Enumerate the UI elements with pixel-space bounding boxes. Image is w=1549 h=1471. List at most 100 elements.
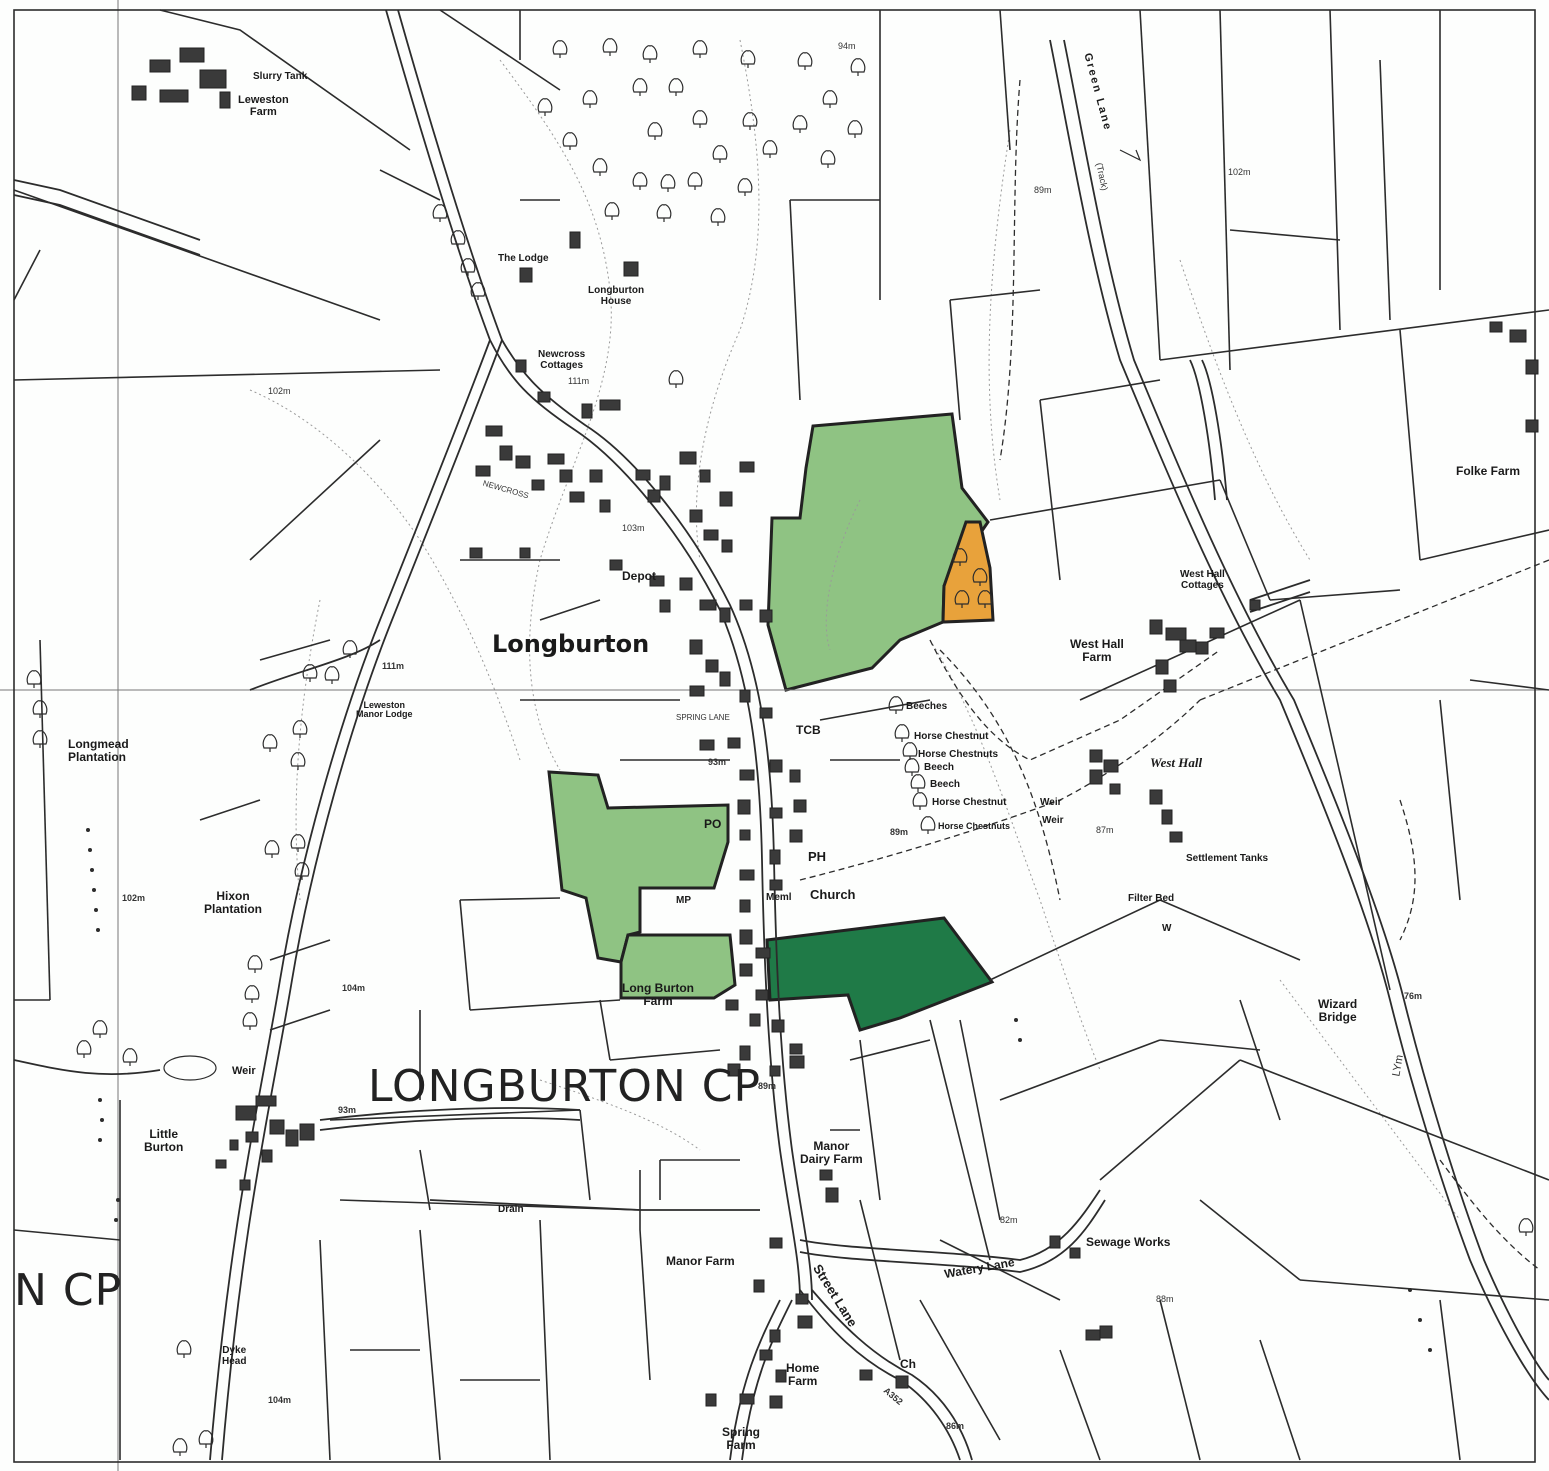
label-leweston-farm-line2: Farm (249, 105, 277, 118)
building (1179, 639, 1197, 653)
tree-symbol (592, 158, 608, 176)
tree-symbol (32, 730, 48, 748)
building (825, 1187, 839, 1203)
tree-symbol (552, 40, 568, 58)
label-long-burton-farm-line1: Long Burton (622, 981, 694, 995)
building (647, 489, 661, 503)
label-little-burton: Little Burton (144, 1128, 183, 1153)
building (285, 1129, 299, 1147)
building (499, 445, 513, 461)
building (727, 737, 741, 749)
label-beech-1: Beech (924, 762, 955, 773)
label-sewage-works: Sewage Works (1086, 1235, 1171, 1249)
footpaths (799, 79, 1549, 1271)
label-longburton-village: Longburton (492, 630, 650, 658)
building (1509, 329, 1527, 343)
building (795, 1293, 809, 1305)
tree-symbol (32, 700, 48, 718)
tree-symbol (737, 178, 753, 196)
label-filter-bed: Filter Bed (1128, 893, 1175, 904)
tree-symbol (912, 792, 928, 810)
tree-symbol (460, 258, 476, 276)
building (215, 1159, 227, 1169)
label-leweston-farm: Leweston Farm (238, 94, 289, 118)
tree-symbol (647, 122, 663, 140)
tree-symbol (432, 204, 448, 222)
tree-symbol (1518, 1218, 1534, 1236)
building (1209, 627, 1225, 639)
building (623, 261, 639, 277)
building (689, 685, 705, 697)
label-hixon-plantation: Hixon Plantation (204, 890, 262, 915)
parcel-light-green-west[interactable] (547, 770, 730, 964)
height-102m-top: 102m (1228, 167, 1251, 177)
height-93m-road: 93m (338, 1105, 357, 1115)
building (769, 1395, 783, 1409)
tree-symbol (264, 840, 280, 858)
building (659, 599, 671, 613)
tree-symbol (242, 1012, 258, 1030)
building (739, 689, 751, 703)
building (1103, 759, 1119, 773)
building (789, 769, 801, 783)
building (199, 69, 227, 89)
building (229, 1139, 239, 1151)
building (739, 929, 753, 945)
tree-symbol (692, 40, 708, 58)
height-89m-road: 89m (758, 1081, 777, 1091)
building (739, 963, 753, 977)
label-newcross-cottages: Newcross Cottages (538, 349, 585, 371)
tree-symbol (762, 140, 778, 158)
building (739, 869, 755, 881)
tree-symbol (450, 230, 466, 248)
hedgerow-dots (86, 828, 1432, 1352)
label-wizard-bridge-line1: Wizard (1318, 997, 1358, 1011)
parcel-dark-green[interactable] (765, 916, 995, 1032)
building (699, 469, 711, 483)
building (1089, 749, 1103, 763)
building (1155, 659, 1169, 675)
building (1163, 679, 1177, 693)
building (739, 769, 755, 781)
building (547, 453, 565, 465)
tree-symbol (642, 45, 658, 63)
building (239, 1179, 251, 1191)
building (299, 1123, 315, 1141)
building (219, 91, 231, 109)
tree-symbol (668, 78, 684, 96)
label-leweston-farm-line1: Leweston (238, 94, 289, 106)
height-93m-village: 93m (708, 757, 727, 767)
label-hixon-plantation-line2: Plantation (204, 901, 263, 916)
label-folke-farm: Folke Farm (1456, 464, 1521, 478)
height-89m-top: 89m (1034, 185, 1052, 195)
building (775, 1369, 787, 1383)
tree-symbol (687, 172, 703, 190)
building (705, 1393, 717, 1407)
building (599, 499, 611, 513)
building (1195, 641, 1209, 655)
height-111m-b: 111m (382, 661, 405, 671)
building (485, 425, 503, 437)
building (1525, 419, 1539, 433)
tree-symbol (888, 696, 904, 714)
label-leweston-manor-lodge: Leweston Manor Lodge (356, 700, 413, 720)
label-w: W (1162, 923, 1172, 934)
building (589, 469, 603, 483)
building (569, 231, 581, 249)
label-west-hall-cottages-line2: Cottages (1181, 579, 1224, 591)
label-spring-farm-line2: Farm (726, 1437, 756, 1452)
parcel-light-green-farm[interactable] (619, 933, 737, 1000)
label-adjacent-parish-cp: N CP (14, 1265, 123, 1316)
tree-symbol (656, 204, 672, 222)
building (149, 59, 171, 73)
buildings (131, 47, 1539, 1409)
building (769, 879, 783, 891)
building (797, 1315, 813, 1329)
building (739, 899, 751, 913)
height-88m: 88m (1156, 1294, 1174, 1304)
tree-symbol (262, 734, 278, 752)
parcel-light-green-north[interactable] (766, 412, 990, 692)
label-horse-chestnut-2: Horse Chestnut (932, 797, 1007, 808)
contour-lines (249, 39, 1461, 1221)
tree-symbol (792, 115, 808, 133)
